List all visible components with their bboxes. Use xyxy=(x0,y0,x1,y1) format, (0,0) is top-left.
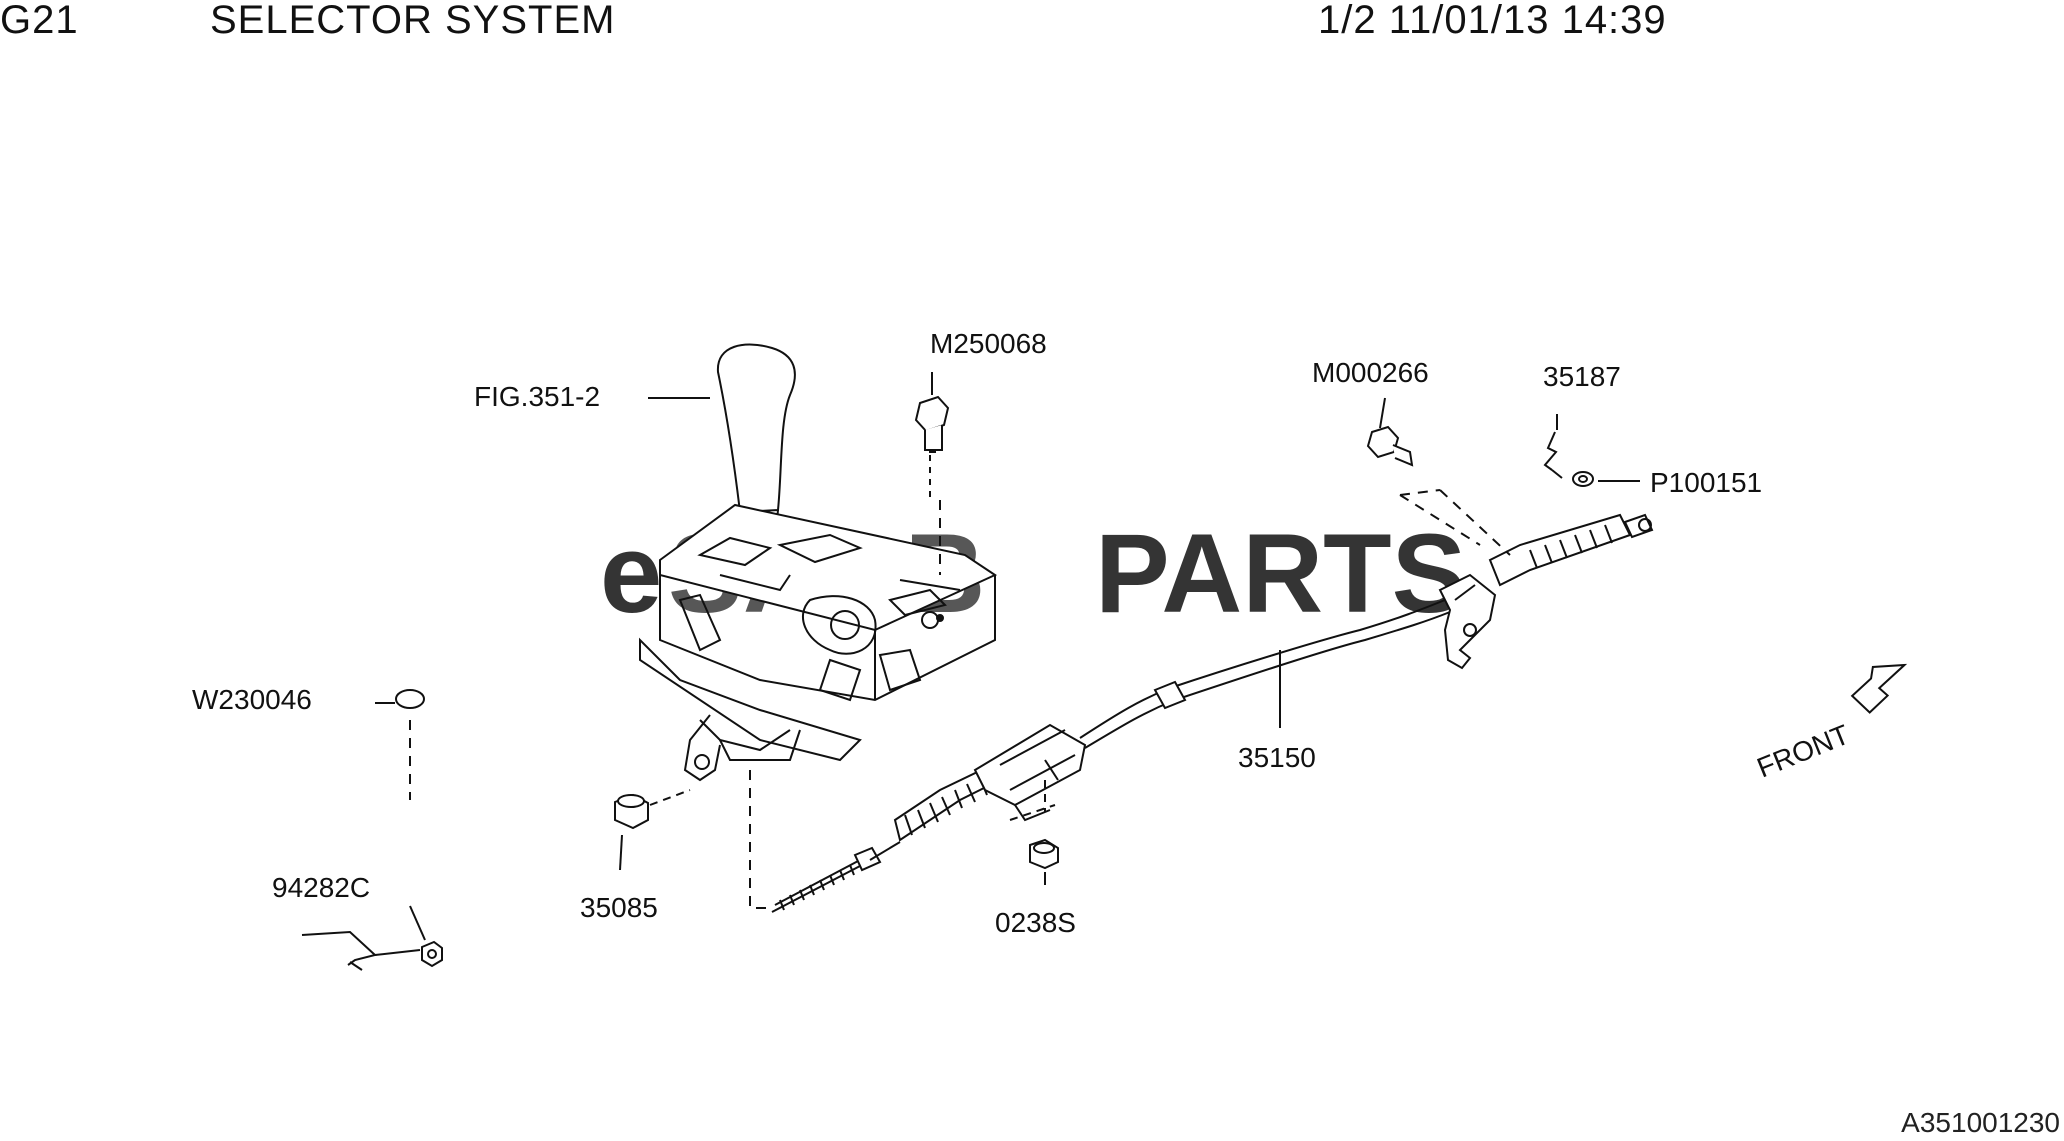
front-direction-indicator: FRONT xyxy=(1753,719,1854,784)
callout-m250068: M250068 xyxy=(930,328,1047,359)
clip-94282c-icon xyxy=(301,930,443,971)
callout-fig-351-2: FIG.351-2 xyxy=(474,381,600,412)
washer-w230046-icon xyxy=(395,689,425,800)
watermark-parts: PARTS xyxy=(1095,511,1466,636)
leader-lines xyxy=(375,372,1640,941)
front-label: FRONT xyxy=(1753,719,1854,784)
watermark-e: e xyxy=(600,511,662,636)
diagram-code: G21 xyxy=(0,0,79,42)
bolt-m250068-icon xyxy=(914,395,950,500)
callout-m000266: M000266 xyxy=(1312,357,1429,388)
nut-0238s-icon xyxy=(1029,838,1059,870)
callout-labels: FIG.351-2 M250068 M000266 35187 P100151 … xyxy=(192,328,1762,938)
callout-35150: 35150 xyxy=(1238,742,1316,773)
callout-0238s: 0238S xyxy=(995,907,1076,938)
callout-94282c: 94282C xyxy=(272,872,370,903)
clip-35187-icon xyxy=(1543,431,1563,479)
shifter-assembly xyxy=(639,343,998,909)
diagram-title: SELECTOR SYSTEM xyxy=(210,0,616,42)
bolt-m000266-icon xyxy=(1366,425,1414,467)
callout-w230046: W230046 xyxy=(192,684,312,715)
selector-cable-35150 xyxy=(771,489,1654,913)
figure-reference-code: A351001230 xyxy=(1901,1107,2060,1138)
callout-35085: 35085 xyxy=(580,892,658,923)
page-and-date: 1/2 11/01/13 14:39 xyxy=(1318,0,1667,42)
callout-35187: 35187 xyxy=(1543,361,1621,392)
callout-p100151: P100151 xyxy=(1650,467,1762,498)
washer-p100151-icon xyxy=(1572,471,1594,487)
front-arrow-icon xyxy=(1850,663,1908,714)
nut-35085-icon xyxy=(614,789,691,830)
